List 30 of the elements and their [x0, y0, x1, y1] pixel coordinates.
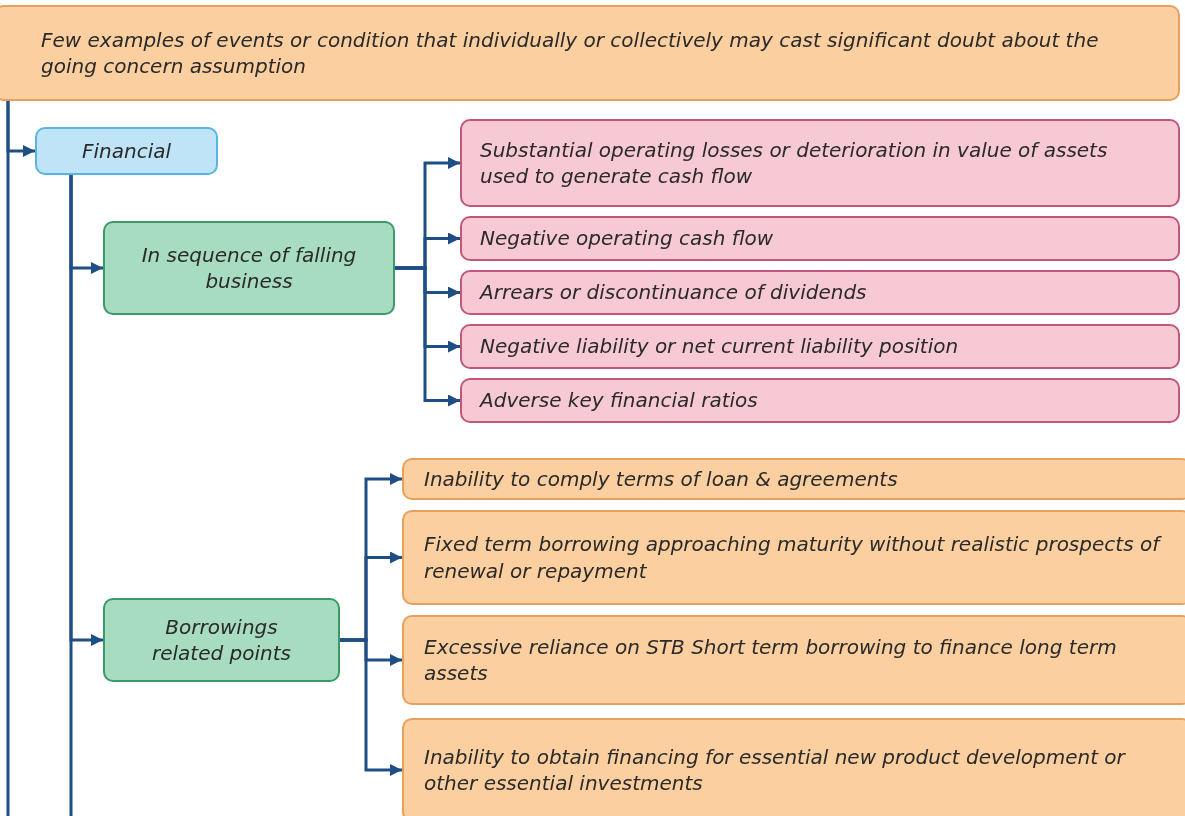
box-text: Borrowings related points: [151, 613, 292, 667]
box-text: Adverse key financial ratios: [480, 387, 758, 414]
arrow: [6, 101, 35, 157]
heading-box: [0, 5, 1180, 101]
item-box: [402, 615, 1185, 705]
box-text: Fixed term borrowing approaching maturity without realistic prospects of renewal or repayment: [424, 531, 1163, 584]
arrow: [395, 266, 460, 407]
box-text: Arrears or discontinuance of dividends: [480, 279, 867, 306]
item-box: [402, 458, 1185, 500]
box-text: Inability to obtain financing for essential new product development or other essential investments: [424, 743, 1127, 797]
box-text: Substantial operating losses or deterioration in value of assets used to generate cash flow: [480, 136, 1109, 190]
box-text: Few examples of events or condition that individually or collectively may cast significant doubt about the going concern assumption: [41, 26, 1100, 80]
item-box: [460, 324, 1180, 369]
group-box: [103, 598, 340, 682]
box-text: In sequence of falling business: [140, 241, 358, 295]
box-text: Excessive reliance on STB Short term borrowing to finance long term assets: [424, 633, 1118, 687]
category-box: [35, 127, 218, 175]
box-text: Negative operating cash flow: [480, 225, 774, 252]
group-box: [103, 221, 395, 315]
item-box: [460, 119, 1180, 207]
item-box: [460, 378, 1180, 423]
box-text: Negative liability or net current liability position: [480, 333, 959, 360]
item-box: [460, 216, 1180, 261]
arrow: [340, 638, 402, 776]
box-text: Financial: [81, 137, 171, 165]
box-text: Inability to comply terms of loan & agreements: [424, 465, 898, 493]
item-box: [402, 510, 1185, 605]
item-box: [460, 270, 1180, 315]
item-box: [402, 718, 1185, 816]
arrow: [69, 175, 103, 646]
